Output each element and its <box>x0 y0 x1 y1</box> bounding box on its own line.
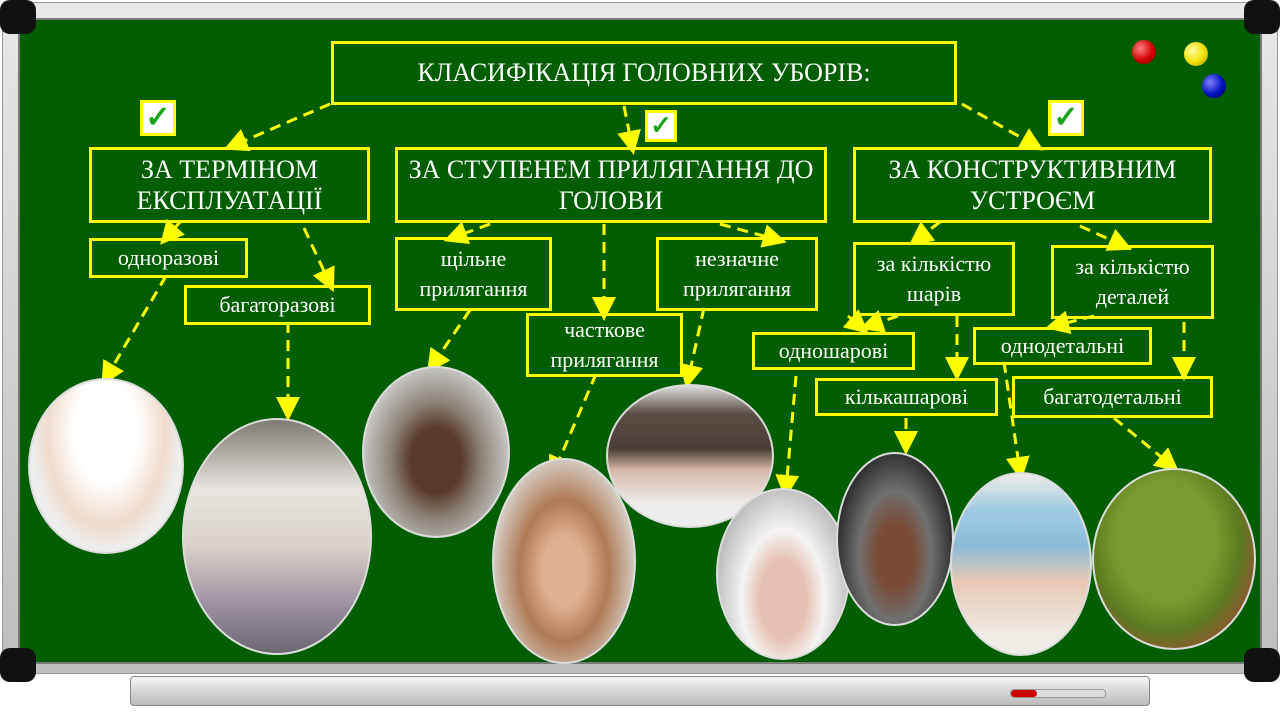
photo-tight-hood <box>362 366 510 538</box>
category-usage-term: ЗА ТЕРМІНОМ ЕКСПЛУАТАЦІЇ <box>89 147 370 223</box>
photo-blue-cloche <box>950 472 1092 656</box>
photo-lace-headpiece <box>716 488 850 660</box>
photo-bucket-hat <box>182 418 372 655</box>
label-by-parts: за кількістю деталей <box>1051 245 1214 319</box>
title-box: КЛАСИФІКАЦІЯ ГОЛОВНИХ УБОРІВ: <box>331 41 957 105</box>
frame-corner <box>0 0 36 34</box>
label-tight-fit: щільне прилягання <box>395 237 552 311</box>
label-single-layer: одношарові <box>752 332 915 370</box>
marker-tray <box>130 676 1150 706</box>
checkmark-icon: ✓ <box>1048 100 1084 136</box>
checkmark-icon: ✓ <box>645 110 677 142</box>
photo-green-cloche <box>1092 468 1256 650</box>
photo-multilayer-helmet <box>836 452 954 626</box>
photo-aviator-hat <box>492 458 636 664</box>
label-slight-fit: незначне прилягання <box>656 237 818 311</box>
blue-magnet-icon <box>1202 74 1226 98</box>
label-by-layers: за кількістю шарів <box>853 242 1015 316</box>
frame-corner <box>1244 648 1280 682</box>
category-construction: ЗА КОНСТРУКТИВНИМ УСТРОЄМ <box>853 147 1212 223</box>
label-multi-layer: кількашарові <box>815 378 998 416</box>
frame-corner <box>0 648 36 682</box>
yellow-magnet-icon <box>1184 42 1208 66</box>
red-magnet-icon <box>1132 40 1156 64</box>
marker-icon <box>1010 689 1106 698</box>
label-multi-part: багатодетальні <box>1012 376 1213 418</box>
frame-corner <box>1244 0 1280 34</box>
label-reusable: багаторазові <box>184 285 371 325</box>
photo-disposable-cap <box>28 378 184 554</box>
label-single-part: однодетальні <box>973 327 1152 365</box>
checkmark-icon: ✓ <box>140 100 176 136</box>
category-fit-degree: ЗА СТУПЕНЕМ ПРИЛЯГАННЯ ДО ГОЛОВИ <box>395 147 827 223</box>
label-partial-fit: часткове прилягання <box>526 313 683 377</box>
label-disposable: одноразові <box>89 238 248 278</box>
